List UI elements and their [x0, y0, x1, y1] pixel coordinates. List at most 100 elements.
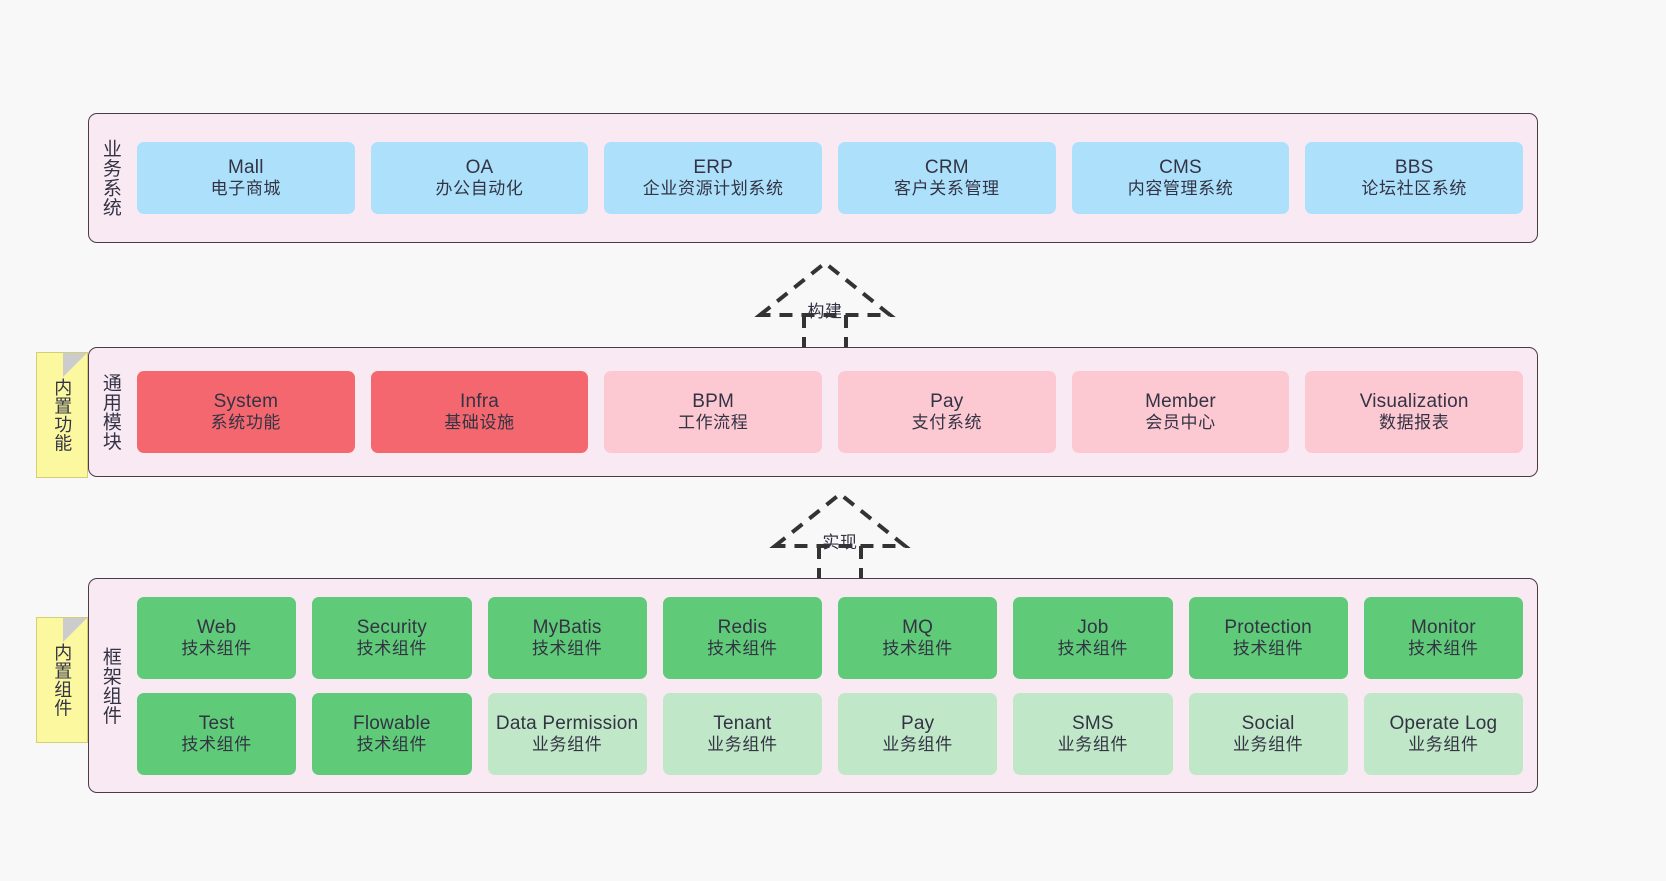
card-title-en: BBS	[1394, 157, 1434, 179]
card-title-cn: 技术组件	[882, 638, 953, 658]
card-title-en: Job	[1077, 616, 1109, 638]
card-cms[interactable]: CMS 内容管理系统	[1071, 142, 1290, 214]
connector-implement: 实现	[745, 488, 935, 588]
note-label: 内置功能	[52, 378, 73, 452]
card-title-cn: 支付系统	[911, 413, 983, 433]
generalization-arrow-icon	[754, 260, 896, 357]
card-title-cn: 业务组件	[1057, 734, 1129, 754]
card-title-en: BPM	[692, 391, 735, 413]
card-protection[interactable]: Protection 技术组件	[1188, 596, 1348, 679]
card-monitor[interactable]: Monitor 技术组件	[1363, 596, 1523, 679]
card-erp[interactable]: ERP 企业资源计划系统	[604, 142, 823, 214]
layer-title-common-modules: 通用模块	[99, 373, 121, 451]
card-title-en: MQ	[902, 616, 934, 638]
card-title-en: Member	[1145, 391, 1216, 413]
connector-build: 构建	[730, 257, 920, 357]
card-system[interactable]: System 系统功能	[137, 371, 355, 453]
card-redis[interactable]: Redis 技术组件	[662, 596, 822, 679]
card-title-cn: 技术组件	[707, 638, 778, 658]
card-title-cn: 业务组件	[882, 734, 953, 754]
layer-business-system: 业务系统 Mall 电子商城 OA 办公自动化 ERP 企业资源计划系统 CRM…	[88, 113, 1538, 243]
card-title-en: Social	[1241, 712, 1295, 734]
card-title-en: Pay	[930, 391, 964, 413]
card-title-en: CRM	[924, 157, 969, 179]
card-row: Mall 电子商城 OA 办公自动化 ERP 企业资源计划系统 CRM 客户关系…	[137, 142, 1524, 214]
card-title-cn: 系统功能	[210, 413, 282, 433]
card-title-en: Flowable	[353, 712, 431, 734]
card-row: Test 技术组件 Flowable 技术组件 Data Permission …	[137, 692, 1523, 775]
card-test[interactable]: Test 技术组件	[137, 692, 297, 775]
card-bpm[interactable]: BPM 工作流程	[604, 371, 823, 453]
card-title-cn: 技术组件	[531, 638, 603, 658]
card-title-cn: 论坛社区系统	[1361, 179, 1467, 199]
layer-body-framework-components: Web 技术组件 Security 技术组件 MyBatis 技术组件 Redi…	[131, 579, 1537, 792]
note-builtin-features[interactable]: 内置功能	[36, 352, 88, 478]
card-member[interactable]: Member 会员中心	[1071, 371, 1290, 453]
card-title-cn: 技术组件	[181, 638, 252, 658]
card-mall[interactable]: Mall 电子商城	[137, 142, 355, 214]
card-title-cn: 业务组件	[1408, 734, 1479, 754]
card-title-cn: 业务组件	[707, 734, 778, 754]
card-title-en: Security	[356, 616, 427, 638]
card-title-en: Web	[196, 616, 237, 638]
card-title-cn: 会员中心	[1145, 413, 1216, 433]
card-title-cn: 技术组件	[181, 734, 252, 754]
layer-body-business-system: Mall 电子商城 OA 办公自动化 ERP 企业资源计划系统 CRM 客户关系…	[131, 114, 1537, 242]
card-title-cn: 办公自动化	[435, 179, 524, 199]
card-bbs[interactable]: BBS 论坛社区系统	[1305, 142, 1524, 214]
card-title-en: Operate Log	[1389, 712, 1498, 734]
card-title-en: ERP	[693, 157, 734, 179]
card-title-cn: 企业资源计划系统	[642, 179, 784, 199]
card-row: System 系统功能 Infra 基础设施 BPM 工作流程 Pay 支付系统…	[137, 371, 1524, 453]
card-mybatis[interactable]: MyBatis 技术组件	[487, 596, 647, 679]
layer-title-business-system: 业务系统	[99, 139, 121, 217]
card-title-en: System	[213, 391, 279, 413]
card-title-cn: 内容管理系统	[1127, 179, 1234, 199]
card-job[interactable]: Job 技术组件	[1013, 596, 1173, 679]
card-title-cn: 电子商城	[210, 179, 282, 199]
note-builtin-components[interactable]: 内置组件	[36, 617, 88, 743]
card-title-cn: 客户关系管理	[894, 179, 1000, 199]
card-infra[interactable]: Infra 基础设施	[370, 371, 589, 453]
card-title-cn: 基础设施	[444, 413, 515, 433]
card-mq[interactable]: MQ 技术组件	[838, 596, 998, 679]
card-row: Web 技术组件 Security 技术组件 MyBatis 技术组件 Redi…	[137, 596, 1523, 679]
card-title-cn: 技术组件	[1232, 638, 1304, 658]
card-title-en: Data Permission	[495, 712, 639, 734]
card-title-en: Mall	[228, 157, 264, 179]
card-title-en: Pay	[900, 712, 935, 734]
card-visualization[interactable]: Visualization 数据报表	[1305, 371, 1524, 453]
card-title-en: Tenant	[713, 712, 772, 734]
card-title-cn: 业务组件	[1232, 734, 1304, 754]
card-title-en: Visualization	[1359, 391, 1469, 413]
card-title-en: Protection	[1224, 616, 1312, 638]
card-pay-module[interactable]: Pay 支付系统	[838, 371, 1056, 453]
note-fold-corner-icon	[63, 618, 87, 642]
card-crm[interactable]: CRM 客户关系管理	[838, 142, 1056, 214]
layer-common-modules: 通用模块 System 系统功能 Infra 基础设施 BPM 工作流程 Pay…	[88, 347, 1538, 477]
card-data-permission[interactable]: Data Permission 业务组件	[487, 692, 647, 775]
layer-framework-components: 框架组件 Web 技术组件 Security 技术组件 MyBatis 技术组件…	[88, 578, 1538, 793]
note-label: 内置组件	[52, 643, 73, 717]
card-flowable[interactable]: Flowable 技术组件	[312, 692, 472, 775]
layer-title-framework-components: 框架组件	[99, 646, 121, 725]
card-pay-component[interactable]: Pay 业务组件	[838, 692, 998, 775]
card-title-cn: 技术组件	[356, 638, 428, 658]
card-security[interactable]: Security 技术组件	[312, 596, 472, 679]
card-title-cn: 技术组件	[1408, 638, 1479, 658]
note-fold-corner-icon	[63, 353, 87, 377]
card-title-cn: 业务组件	[531, 734, 603, 754]
card-title-cn: 技术组件	[356, 734, 428, 754]
card-title-cn: 数据报表	[1378, 413, 1450, 433]
card-tenant[interactable]: Tenant 业务组件	[662, 692, 822, 775]
card-title-en: MyBatis	[532, 616, 602, 638]
card-title-cn: 技术组件	[1057, 638, 1129, 658]
card-oa[interactable]: OA 办公自动化	[370, 142, 589, 214]
card-title-en: Infra	[459, 391, 500, 413]
card-sms[interactable]: SMS 业务组件	[1013, 692, 1173, 775]
card-web[interactable]: Web 技术组件	[137, 596, 297, 679]
generalization-arrow-icon	[769, 491, 911, 588]
card-social[interactable]: Social 业务组件	[1188, 692, 1348, 775]
card-title-en: Monitor	[1410, 616, 1476, 638]
card-operate-log[interactable]: Operate Log 业务组件	[1363, 692, 1523, 775]
